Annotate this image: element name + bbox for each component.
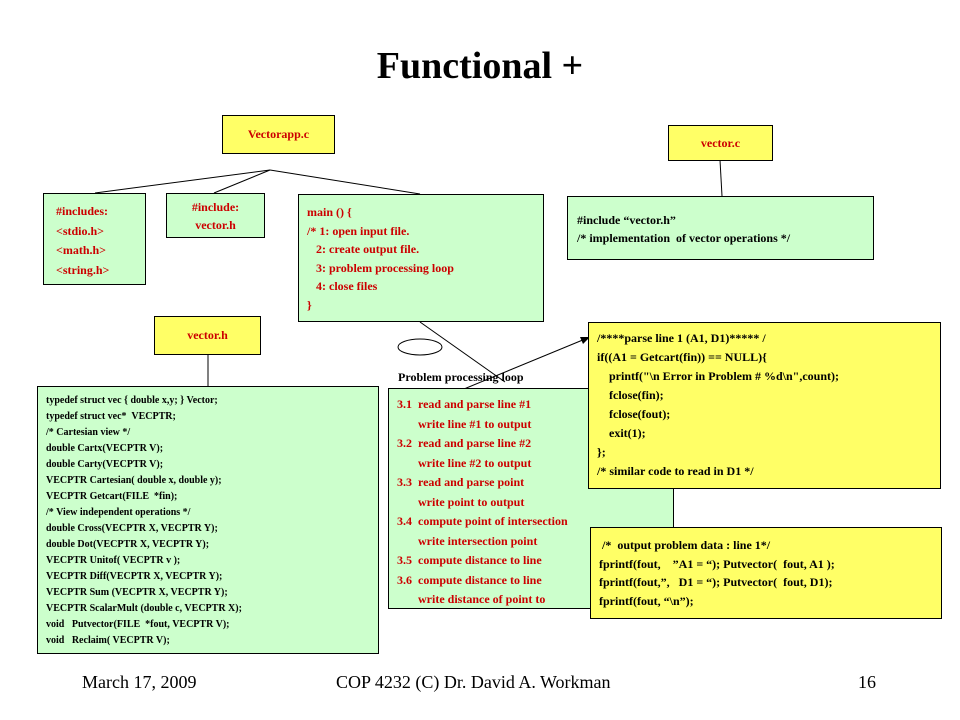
loop-step-line: write point to output	[397, 494, 525, 509]
vectorc-impl-box: #include “vector.h” /* implementation of…	[567, 196, 874, 260]
footer-course: COP 4232 (C) Dr. David A. Workman	[336, 672, 611, 692]
main-function-box: main () { /* 1: open input file. 2: crea…	[298, 194, 544, 322]
footer-page-number: 16	[858, 672, 876, 692]
decl-line: typedef struct vec* VECPTR;	[46, 411, 176, 422]
parse-code-line: if((A1 = Getcart(fin)) == NULL){	[597, 350, 767, 364]
loop-step-line: write line #2 to output	[397, 455, 532, 470]
output-code-box: /* output problem data : line 1*/ fprint…	[590, 527, 942, 619]
include-vector-box: #include: vector.h	[166, 193, 265, 238]
loop-step-line: 3.1 read and parse line #1	[397, 397, 532, 411]
main-line: 2: create output file.	[307, 242, 420, 256]
includes-box: #includes: <stdio.h> <math.h> <string.h>	[43, 193, 146, 285]
includes-line: #includes:	[56, 204, 109, 218]
parse-code-line: printf("\n Error in Problem # %d\n",coun…	[597, 369, 839, 383]
output-code-line: fprintf(fout, “\n”);	[599, 593, 694, 608]
vectorc-box: vector.c	[668, 125, 773, 161]
decl-line: VECPTR ScalarMult (double c, VECPTR X);	[46, 603, 242, 614]
loop-cycle-icon	[397, 338, 443, 356]
decl-line: void Putvector(FILE *fout, VECPTR V);	[46, 619, 230, 630]
parse-line-code-box: /****parse line 1 (A1, D1)***** / if((A1…	[588, 322, 941, 489]
main-line: /* 1: open input file.	[307, 223, 410, 238]
output-code-line: /* output problem data : line 1*/	[599, 538, 771, 552]
vectorc-impl-line: #include “vector.h”	[577, 213, 676, 227]
includes-line: <stdio.h>	[56, 223, 105, 238]
loop-step-line: 3.3 read and parse point	[397, 475, 525, 489]
decl-line: VECPTR Unitof( VECPTR v );	[46, 555, 181, 566]
parse-code-line: /* similar code to read in D1 */	[597, 464, 754, 478]
parse-code-line: exit(1);	[597, 426, 646, 440]
vectorapp-box: Vectorapp.c	[222, 115, 335, 154]
connector-vectorapp-include	[213, 169, 271, 194]
loop-step-line: write line #1 to output	[397, 416, 532, 431]
loop-step-line: 3.6 compute distance to line	[397, 572, 542, 587]
includes-line: <string.h>	[56, 262, 110, 277]
parse-code-line: fclose(fout);	[597, 407, 671, 421]
decl-line: double Cartx(VECPTR V);	[46, 443, 164, 454]
include-vector-line: vector.h	[195, 218, 236, 232]
footer-date: March 17, 2009	[82, 672, 197, 692]
main-line: 4: close files	[307, 279, 378, 293]
decl-line: double Cross(VECPTR X, VECPTR Y);	[46, 523, 218, 534]
vectorh-box: vector.h	[154, 316, 261, 355]
output-code-line: fprintf(fout, ”A1 = “); Putvector( fout,…	[599, 556, 835, 571]
decl-line: VECPTR Diff(VECPTR X, VECPTR Y);	[46, 571, 223, 582]
decl-line: /* View independent operations */	[46, 507, 191, 518]
vectorc-label: vector.c	[700, 135, 741, 150]
loop-step-line: 3.5 compute distance to line	[397, 553, 542, 567]
parse-code-line: };	[597, 445, 606, 459]
vectorc-impl-line: /* implementation of vector operations *…	[577, 231, 791, 245]
loop-step-line: write intersection point	[397, 533, 538, 548]
connector-vectorapp-main	[269, 169, 421, 195]
decl-line: /* Cartesian view */	[46, 427, 131, 438]
parse-code-line: fclose(fin);	[597, 388, 664, 402]
connector-vectorapp-includes	[94, 169, 271, 194]
connector-vectorc-impl	[719, 159, 723, 197]
slide-title: Functional +	[376, 45, 584, 87]
decl-line: VECPTR Sum (VECPTR X, VECPTR Y);	[46, 587, 228, 598]
loop-step-line: 3.4 compute point of intersection	[397, 514, 568, 528]
vectorh-declarations-box: typedef struct vec { double x,y; } Vecto…	[37, 386, 379, 654]
loop-step-line: write distance of point to	[397, 592, 546, 606]
loop-step-line: 3.2 read and parse line #2	[397, 436, 532, 450]
decl-line: double Carty(VECPTR V);	[46, 459, 164, 470]
decl-line: VECPTR Cartesian( double x, double y);	[46, 475, 222, 486]
loop-label: Problem processing loop	[398, 370, 524, 384]
main-line: main () {	[307, 205, 352, 219]
decl-line: void Reclaim( VECPTR V);	[46, 635, 170, 646]
include-vector-line: #include:	[191, 200, 240, 214]
vectorh-label: vector.h	[187, 328, 228, 342]
decl-line: double Dot(VECPTR X, VECPTR Y);	[46, 539, 210, 550]
output-code-line: fprintf(fout,”, D1 = “); Putvector( fout…	[599, 575, 833, 589]
decl-line: typedef struct vec { double x,y; } Vecto…	[46, 395, 218, 406]
includes-line: <math.h>	[56, 243, 107, 257]
vectorapp-label: Vectorapp.c	[247, 127, 310, 141]
main-line: }	[307, 297, 312, 312]
decl-line: VECPTR Getcart(FILE *fin);	[46, 491, 178, 502]
main-line: 3: problem processing loop	[307, 260, 454, 275]
parse-code-line: /****parse line 1 (A1, D1)***** /	[597, 331, 766, 345]
